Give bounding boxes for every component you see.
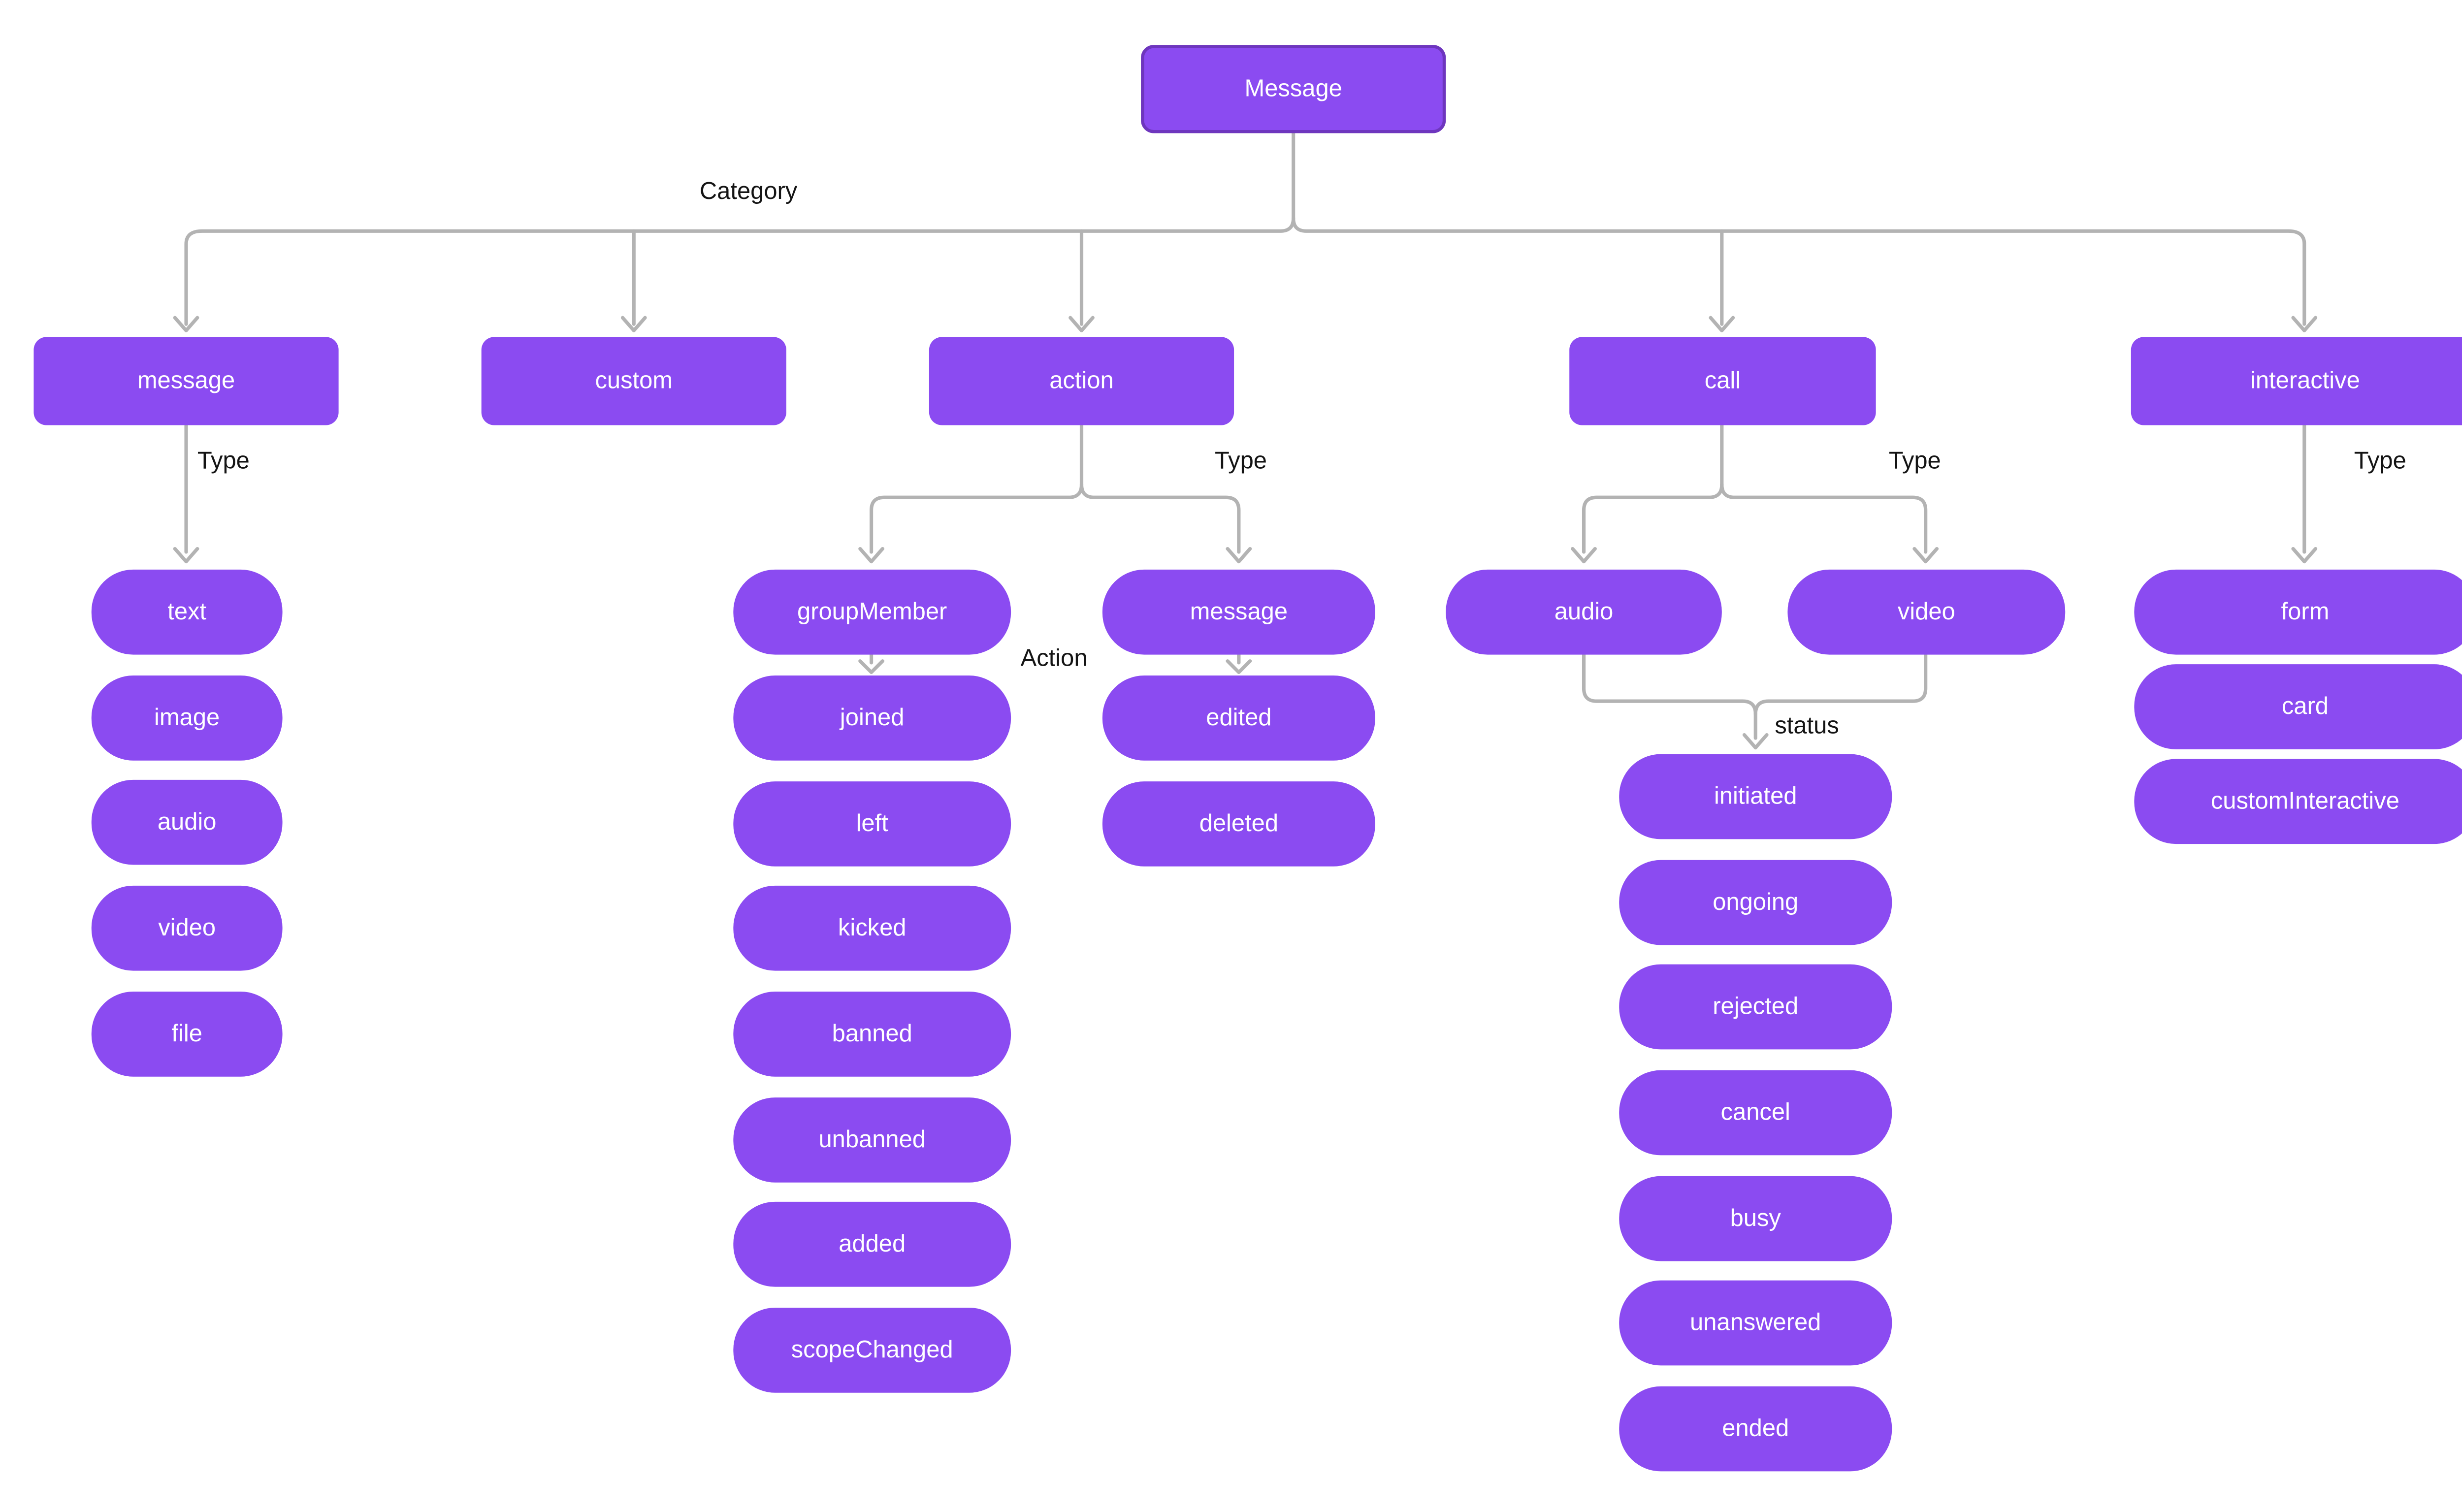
node-action-edited: edited <box>1102 675 1375 761</box>
node-action-kicked: kicked <box>733 885 1011 971</box>
node-interactive-form: form <box>2134 569 2462 655</box>
node-status-initiated: initiated <box>1619 754 1892 839</box>
edge-label-type-message: Type <box>197 448 250 475</box>
node-call-video: video <box>1787 569 2066 655</box>
edge-label-type-action: Type <box>1214 448 1267 475</box>
node-type-image: image <box>91 675 283 761</box>
node-type-file: file <box>91 992 283 1077</box>
edge-interactive-to-form <box>2291 423 2318 564</box>
edge-actionmessage-to-edited <box>1226 653 1252 675</box>
edge-label-action: Action <box>1020 645 1088 673</box>
edge-root-to-categories <box>173 131 2318 332</box>
node-type-text: text <box>91 569 283 655</box>
edge-label-type-call: Type <box>1888 448 1941 475</box>
node-status-rejected: rejected <box>1619 964 1892 1050</box>
node-action-left: left <box>733 781 1011 867</box>
node-action-added: added <box>733 1201 1011 1287</box>
node-interactive-custominteractive: customInteractive <box>2134 759 2462 844</box>
edge-label-type-interactive: Type <box>2354 448 2406 475</box>
node-category-action: action <box>929 337 1234 425</box>
edge-groupmember-to-joined <box>858 653 884 675</box>
edge-call-status-merge <box>1582 653 1928 750</box>
node-category-custom: custom <box>481 337 786 425</box>
edge-action-split <box>858 423 1252 564</box>
node-category-call: call <box>1569 337 1876 425</box>
node-category-interactive: interactive <box>2131 337 2462 425</box>
node-action-unbanned: unbanned <box>733 1097 1011 1183</box>
node-status-unanswered: unanswered <box>1619 1280 1892 1366</box>
node-status-busy: busy <box>1619 1176 1892 1261</box>
node-action-scopechanged: scopeChanged <box>733 1308 1011 1393</box>
node-root-message: Message <box>1141 45 1446 133</box>
node-interactive-card: card <box>2134 664 2462 749</box>
node-action-message: message <box>1102 569 1375 655</box>
node-action-groupmember: groupMember <box>733 569 1011 655</box>
node-call-audio: audio <box>1446 569 1722 655</box>
edge-call-split <box>1571 423 1939 564</box>
node-action-joined: joined <box>733 675 1011 761</box>
node-category-message: message <box>33 337 339 425</box>
node-action-banned: banned <box>733 992 1011 1077</box>
edge-label-category: Category <box>699 178 798 206</box>
node-type-video: video <box>91 885 283 971</box>
node-type-audio: audio <box>91 779 283 865</box>
edge-label-status: status <box>1775 712 1839 740</box>
node-status-ended: ended <box>1619 1386 1892 1472</box>
node-status-cancel: cancel <box>1619 1070 1892 1156</box>
node-status-ongoing: ongoing <box>1619 860 1892 945</box>
node-action-deleted: deleted <box>1102 781 1375 867</box>
edge-message-to-text <box>173 423 199 564</box>
